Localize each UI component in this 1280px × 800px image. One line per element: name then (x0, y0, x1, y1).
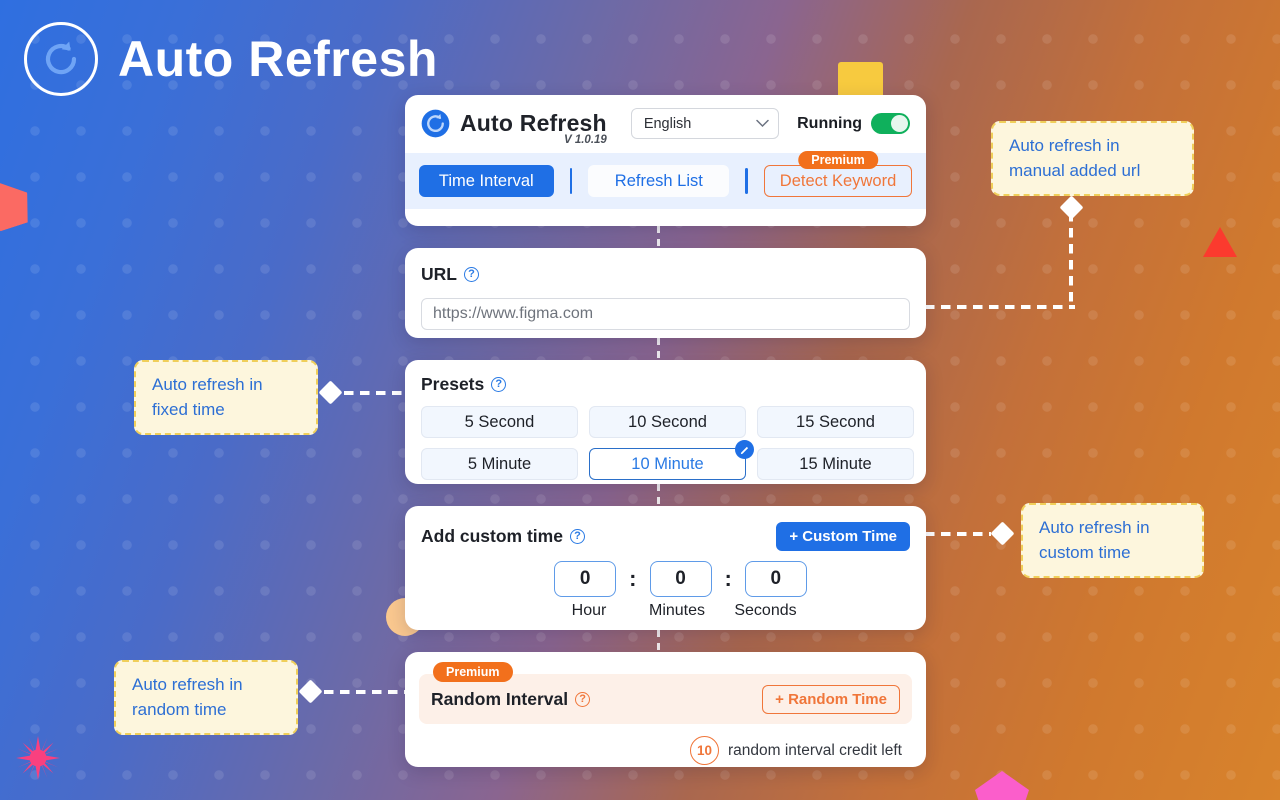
premium-badge: Premium (433, 662, 513, 682)
credit-count-badge: 10 (689, 736, 719, 765)
connector-custom-to-random (657, 630, 660, 652)
url-label-row: URL ? (421, 264, 910, 285)
preset-5-second[interactable]: 5 Second (421, 406, 578, 438)
status-label: Running (797, 114, 862, 132)
page-title: Auto Refresh (118, 31, 438, 87)
decorative-starburst-pink (16, 736, 60, 780)
tab-refresh-list[interactable]: Refresh List (588, 165, 730, 197)
hour-label: Hour (571, 602, 607, 619)
chevron-down-icon (756, 116, 769, 132)
refresh-circle-icon (24, 22, 98, 96)
time-separator-2: : (724, 566, 732, 591)
random-credit-row: 10 random interval credit left (419, 736, 912, 765)
add-random-time-button[interactable]: + Random Time (762, 685, 900, 714)
callout-line-manual-url-vertical (1069, 212, 1073, 307)
callout-line-random-time (324, 690, 406, 694)
custom-time-label: Add custom time (421, 526, 563, 546)
connector-presets-to-custom (657, 484, 660, 506)
tab-detect-keyword[interactable]: Detect Keyword (764, 165, 913, 197)
tab-bar: Time Interval Refresh List Premium Detec… (405, 151, 926, 209)
callout-marker-manual-url (1059, 195, 1084, 220)
seconds-input[interactable]: 0 (744, 561, 807, 597)
connector-header-to-url (657, 226, 660, 248)
app-name: Auto Refresh (460, 110, 607, 136)
tab-time-interval[interactable]: Time Interval (419, 165, 554, 197)
minutes-label: Minutes (648, 602, 706, 619)
url-label: URL (421, 264, 457, 284)
custom-time-label-row: Add custom time ? (421, 526, 585, 547)
callout-marker-fixed-time (318, 380, 343, 405)
help-circle-icon[interactable]: ? (569, 529, 585, 544)
custom-time-card: Add custom time ? + Custom Time 0 : 0 : … (405, 506, 926, 630)
language-select[interactable]: English (630, 108, 779, 139)
running-toggle[interactable] (871, 113, 910, 134)
callout-line-fixed-time (344, 391, 406, 395)
url-input[interactable]: https://www.figma.com (421, 298, 910, 330)
preset-10-minute-label: 10 Minute (631, 454, 704, 473)
random-interval-header: Premium Random Interval ? + Random Time (419, 662, 912, 724)
presets-card: Presets ? 5 Second 10 Second 15 Second 5… (405, 360, 926, 484)
language-select-value: English (643, 115, 692, 132)
refresh-circle-icon (421, 109, 450, 138)
credit-label: random interval credit left (727, 741, 902, 759)
custom-time-unit-labels: Hour Minutes Seconds (421, 602, 910, 620)
callout-marker-custom-time (990, 521, 1015, 546)
callout-manual-added-url: Auto refresh in manual added url (991, 121, 1194, 197)
preset-10-minute[interactable]: 10 Minute (589, 440, 754, 480)
preset-5-minute[interactable]: 5 Minute (421, 448, 578, 480)
hour-input[interactable]: 0 (554, 561, 617, 597)
random-interval-card: Premium Random Interval ? + Random Time … (405, 652, 926, 767)
callout-fixed-time: Auto refresh in fixed time (134, 360, 318, 436)
seconds-label: Seconds (734, 602, 797, 619)
header-top-row: Auto Refresh V 1.0.19 English Running (405, 95, 926, 146)
app-version: V 1.0.19 (563, 134, 607, 146)
add-custom-time-button[interactable]: + Custom Time (776, 522, 910, 551)
callout-line-manual-url-horizontal (925, 305, 1075, 309)
url-card: URL ? https://www.figma.com (405, 248, 926, 338)
app-name-block: Auto Refresh V 1.0.19 (460, 110, 607, 146)
preset-15-minute[interactable]: 15 Minute (757, 448, 914, 480)
preset-10-second[interactable]: 10 Second (589, 406, 746, 438)
random-interval-label-row: Random Interval ? (431, 689, 591, 710)
custom-time-header: Add custom time ? + Custom Time (421, 522, 910, 551)
decorative-triangle-red (1203, 227, 1237, 257)
help-circle-icon[interactable]: ? (491, 377, 507, 392)
custom-time-inputs: 0 : 0 : 0 (421, 561, 910, 597)
tab-divider-1 (569, 168, 573, 194)
premium-badge: Premium (798, 151, 878, 169)
presets-grid: 5 Second 10 Second 15 Second 5 Minute 10… (421, 406, 914, 480)
callout-custom-time: Auto refresh in custom time (1021, 503, 1204, 579)
preset-15-second[interactable]: 15 Second (757, 406, 914, 438)
time-separator-1: : (629, 566, 637, 591)
page-header: Auto Refresh (24, 22, 438, 96)
help-circle-icon[interactable]: ? (575, 692, 591, 707)
edit-pencil-icon[interactable] (735, 440, 754, 459)
running-status: Running (797, 113, 910, 134)
minutes-input[interactable]: 0 (649, 561, 712, 597)
callout-line-custom-time (925, 532, 991, 536)
presets-label: Presets (421, 374, 485, 394)
decorative-pentagon-red (0, 176, 36, 234)
tab-divider-2 (745, 168, 749, 194)
decorative-pentagon-pink (975, 771, 1029, 800)
tab-detect-keyword-wrapper: Premium Detect Keyword (764, 151, 913, 197)
random-interval-label: Random Interval (431, 689, 569, 709)
presets-label-row: Presets ? (421, 374, 910, 395)
help-circle-icon[interactable]: ? (463, 267, 479, 282)
extension-header-card: Auto Refresh V 1.0.19 English Running Ti… (405, 95, 926, 226)
connector-url-to-presets (657, 338, 660, 360)
callout-marker-random-time (298, 679, 323, 704)
callout-random-time: Auto refresh in random time (114, 660, 298, 736)
